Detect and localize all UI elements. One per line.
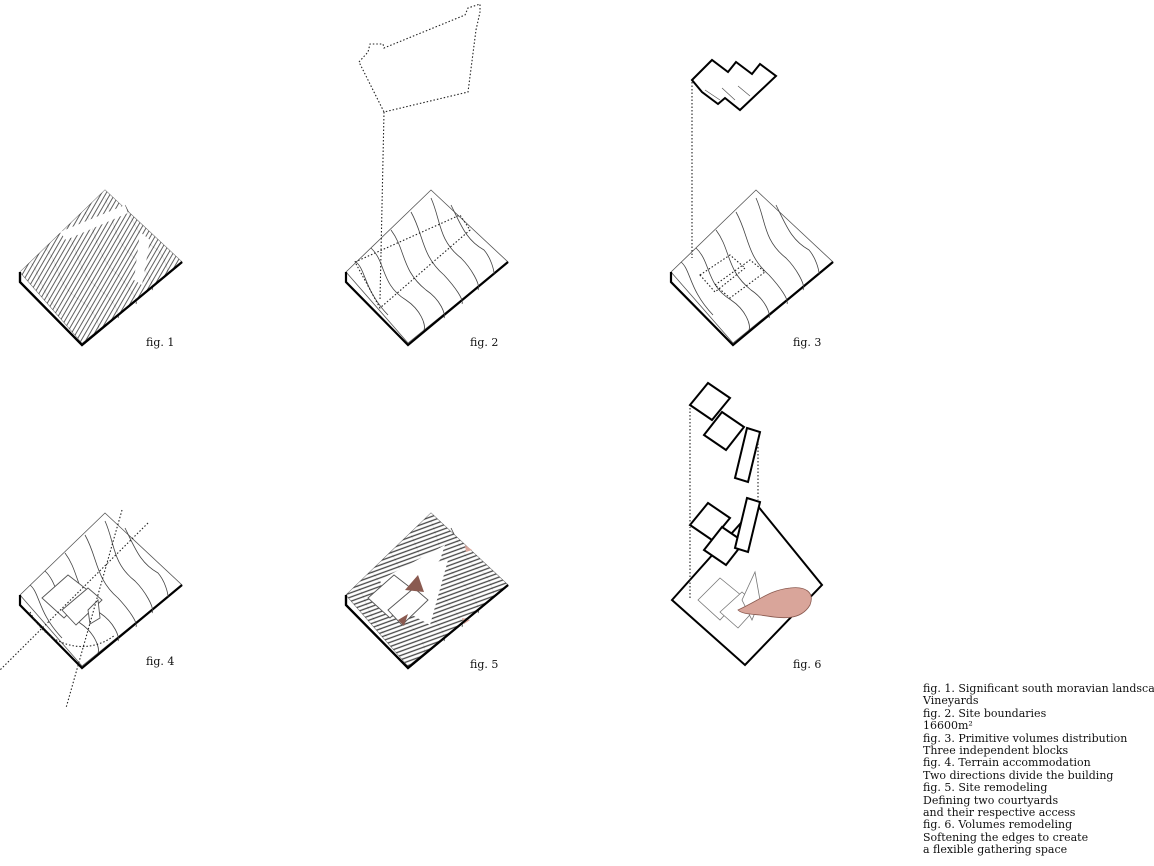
caption-line: a flexible gathering space	[923, 843, 1068, 857]
hand-icon	[737, 587, 812, 619]
caption-list: fig. 1. Significant south moravian lands…	[923, 682, 1154, 857]
caption-line: Two directions divide the building	[923, 768, 1114, 782]
caption-line: 16600m²	[923, 719, 973, 733]
caption-line: Three independent blocks	[923, 744, 1069, 758]
figure-1-landscape	[18, 188, 184, 347]
figure-3-label: fig. 3	[793, 336, 822, 349]
caption-line: fig. 6. Volumes remodeling	[923, 818, 1073, 832]
figure-6-volumes-remodeling	[670, 381, 824, 667]
figure-4-terrain-accommodation	[0, 509, 184, 709]
figure-2-label: fig. 2	[470, 336, 499, 349]
figure-5-site-remodeling	[344, 511, 510, 670]
caption-line: Defining two courtyards	[923, 793, 1059, 807]
caption-line: Softening the edges to create	[923, 830, 1089, 844]
figure-2-site-boundaries	[344, 3, 510, 347]
figure-3-primitive-volumes	[669, 58, 835, 347]
figure-1-label: fig. 1	[146, 336, 175, 349]
caption-line: Vineyards	[923, 694, 979, 708]
caption-line: and their respective access	[923, 806, 1076, 820]
caption-line: fig. 1. Significant south moravian lands…	[923, 682, 1154, 695]
caption-line: fig. 5. Site remodeling	[923, 781, 1048, 795]
figure-6-label: fig. 6	[793, 658, 822, 671]
figure-5-label: fig. 5	[470, 658, 499, 671]
figure-4-label: fig. 4	[146, 655, 175, 668]
caption-line: fig. 4. Terrain accommodation	[923, 756, 1091, 770]
caption-line: fig. 3. Primitive volumes distribution	[923, 731, 1128, 745]
caption-line: fig. 2. Site boundaries	[923, 706, 1047, 720]
